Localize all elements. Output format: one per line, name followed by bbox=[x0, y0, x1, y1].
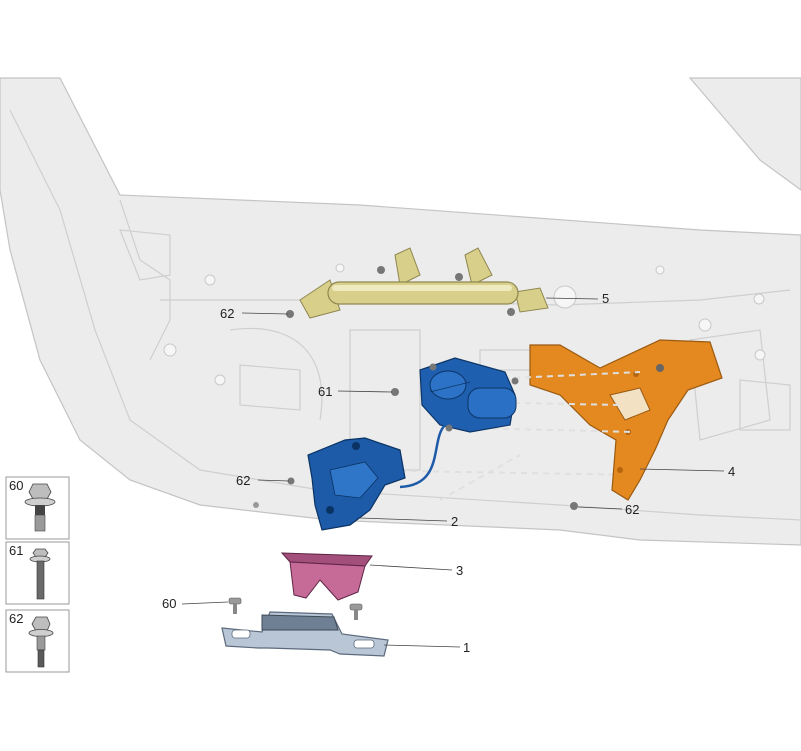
fastener-61 bbox=[391, 388, 399, 396]
drive-motor-assembly bbox=[399, 357, 519, 489]
callout-5: 5 bbox=[602, 291, 609, 306]
striker-part-1 bbox=[221, 597, 389, 657]
legend-item-60: 60 bbox=[5, 476, 70, 540]
callout-3: 3 bbox=[456, 563, 463, 578]
callout-62-left: 62 bbox=[236, 473, 250, 488]
bolt-icon bbox=[29, 548, 51, 600]
legend-label-60: 60 bbox=[9, 478, 23, 493]
legend-item-61: 61 bbox=[5, 541, 70, 605]
latch-part-2 bbox=[253, 437, 406, 531]
callout-1: 1 bbox=[463, 640, 470, 655]
callout-4: 4 bbox=[728, 464, 735, 479]
mounting-bracket-part-4 bbox=[469, 339, 723, 501]
latch-cover-part-3 bbox=[280, 552, 373, 601]
flange-bolt-icon bbox=[24, 483, 56, 532]
fastener-legend: 60 61 62 bbox=[5, 476, 70, 673]
panel-holes bbox=[163, 263, 766, 386]
leader-lines bbox=[181, 297, 725, 648]
legend-label-61: 61 bbox=[9, 543, 23, 558]
callout-labels: 62 5 61 62 4 62 2 3 60 1 bbox=[162, 291, 735, 655]
legend-label-62: 62 bbox=[9, 611, 23, 626]
gas-strut-part-5 bbox=[299, 247, 549, 319]
fastener-62-right bbox=[570, 502, 578, 510]
stud-bolt-icon bbox=[28, 616, 54, 668]
callout-2: 2 bbox=[451, 514, 458, 529]
callout-61: 61 bbox=[318, 384, 332, 399]
callout-60: 60 bbox=[162, 596, 176, 611]
fastener-62-top bbox=[286, 310, 294, 318]
callout-62-top: 62 bbox=[220, 306, 234, 321]
fastener-60-a bbox=[228, 597, 242, 614]
callout-62-right: 62 bbox=[625, 502, 639, 517]
legend-item-62: 62 bbox=[5, 609, 70, 673]
fastener-60-b bbox=[349, 603, 363, 620]
